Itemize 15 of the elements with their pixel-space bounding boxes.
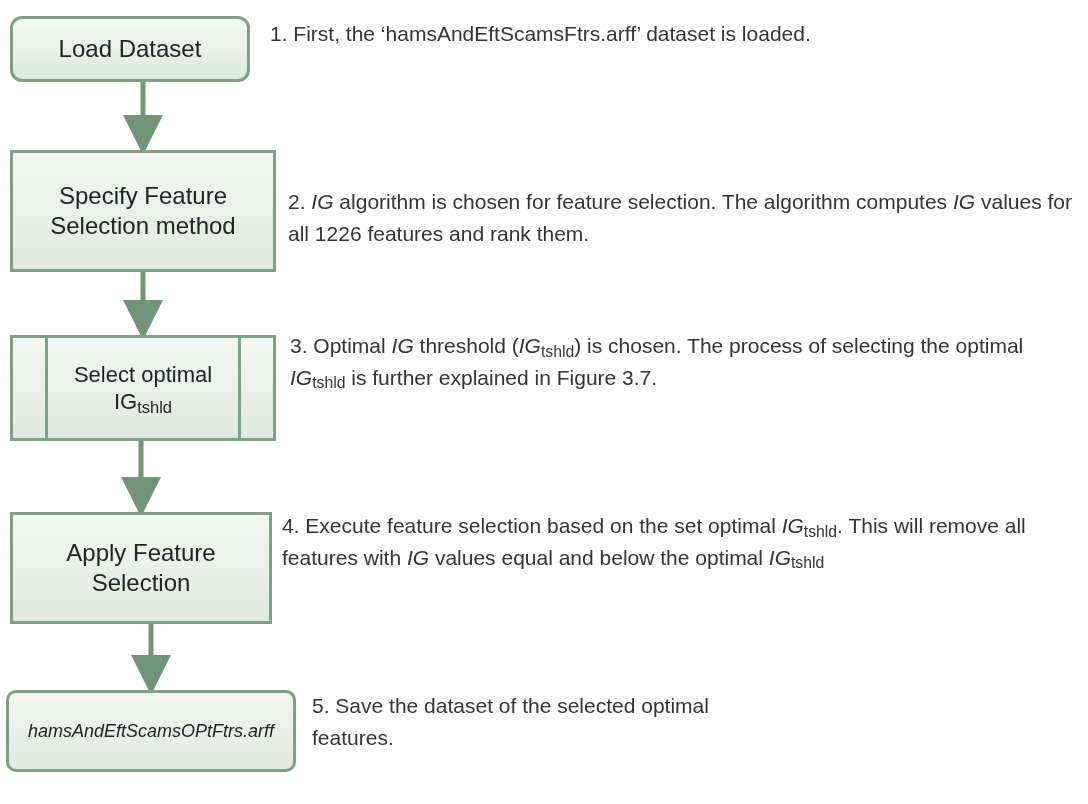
box-label: Select optimal IG$_{tshld}$ [72, 360, 214, 416]
step-description: 5. Save the dataset of the selected optimal features. [312, 693, 710, 751]
process-box [10, 16, 250, 82]
step-description: 4. Execute feature selection based on the set optimal IG$_{tshld}$. This will remove all features with IG values equal and below the optimal IG$_{tshld}$ [282, 513, 1027, 573]
process-box [6, 690, 296, 772]
box-label: Load Dataset [58, 34, 202, 64]
process-box [10, 512, 272, 624]
box-label: Apply Feature Selection [65, 538, 217, 598]
step-description: 3. Optimal IG threshold (IG$_{tshld}$) is chosen. The process of selecting the optimal IG$_{tshld}$ is further explained in Figure 3.7. [290, 333, 1025, 393]
step-description: 1. First, the ‘hamsAndEftScamsFtrs.arff’ dataset is loaded. [270, 21, 812, 47]
process-box [10, 335, 276, 441]
step-description: 2. IG algorithm is chosen for feature selection. The algorithm computes IG values for all 1226 features and rank them. [288, 189, 1073, 247]
process-box [10, 150, 276, 272]
box-label: hamsAndEftScamsOPtFtrs.arff [27, 719, 275, 743]
box-label: Specify Feature Selection method [49, 181, 237, 241]
